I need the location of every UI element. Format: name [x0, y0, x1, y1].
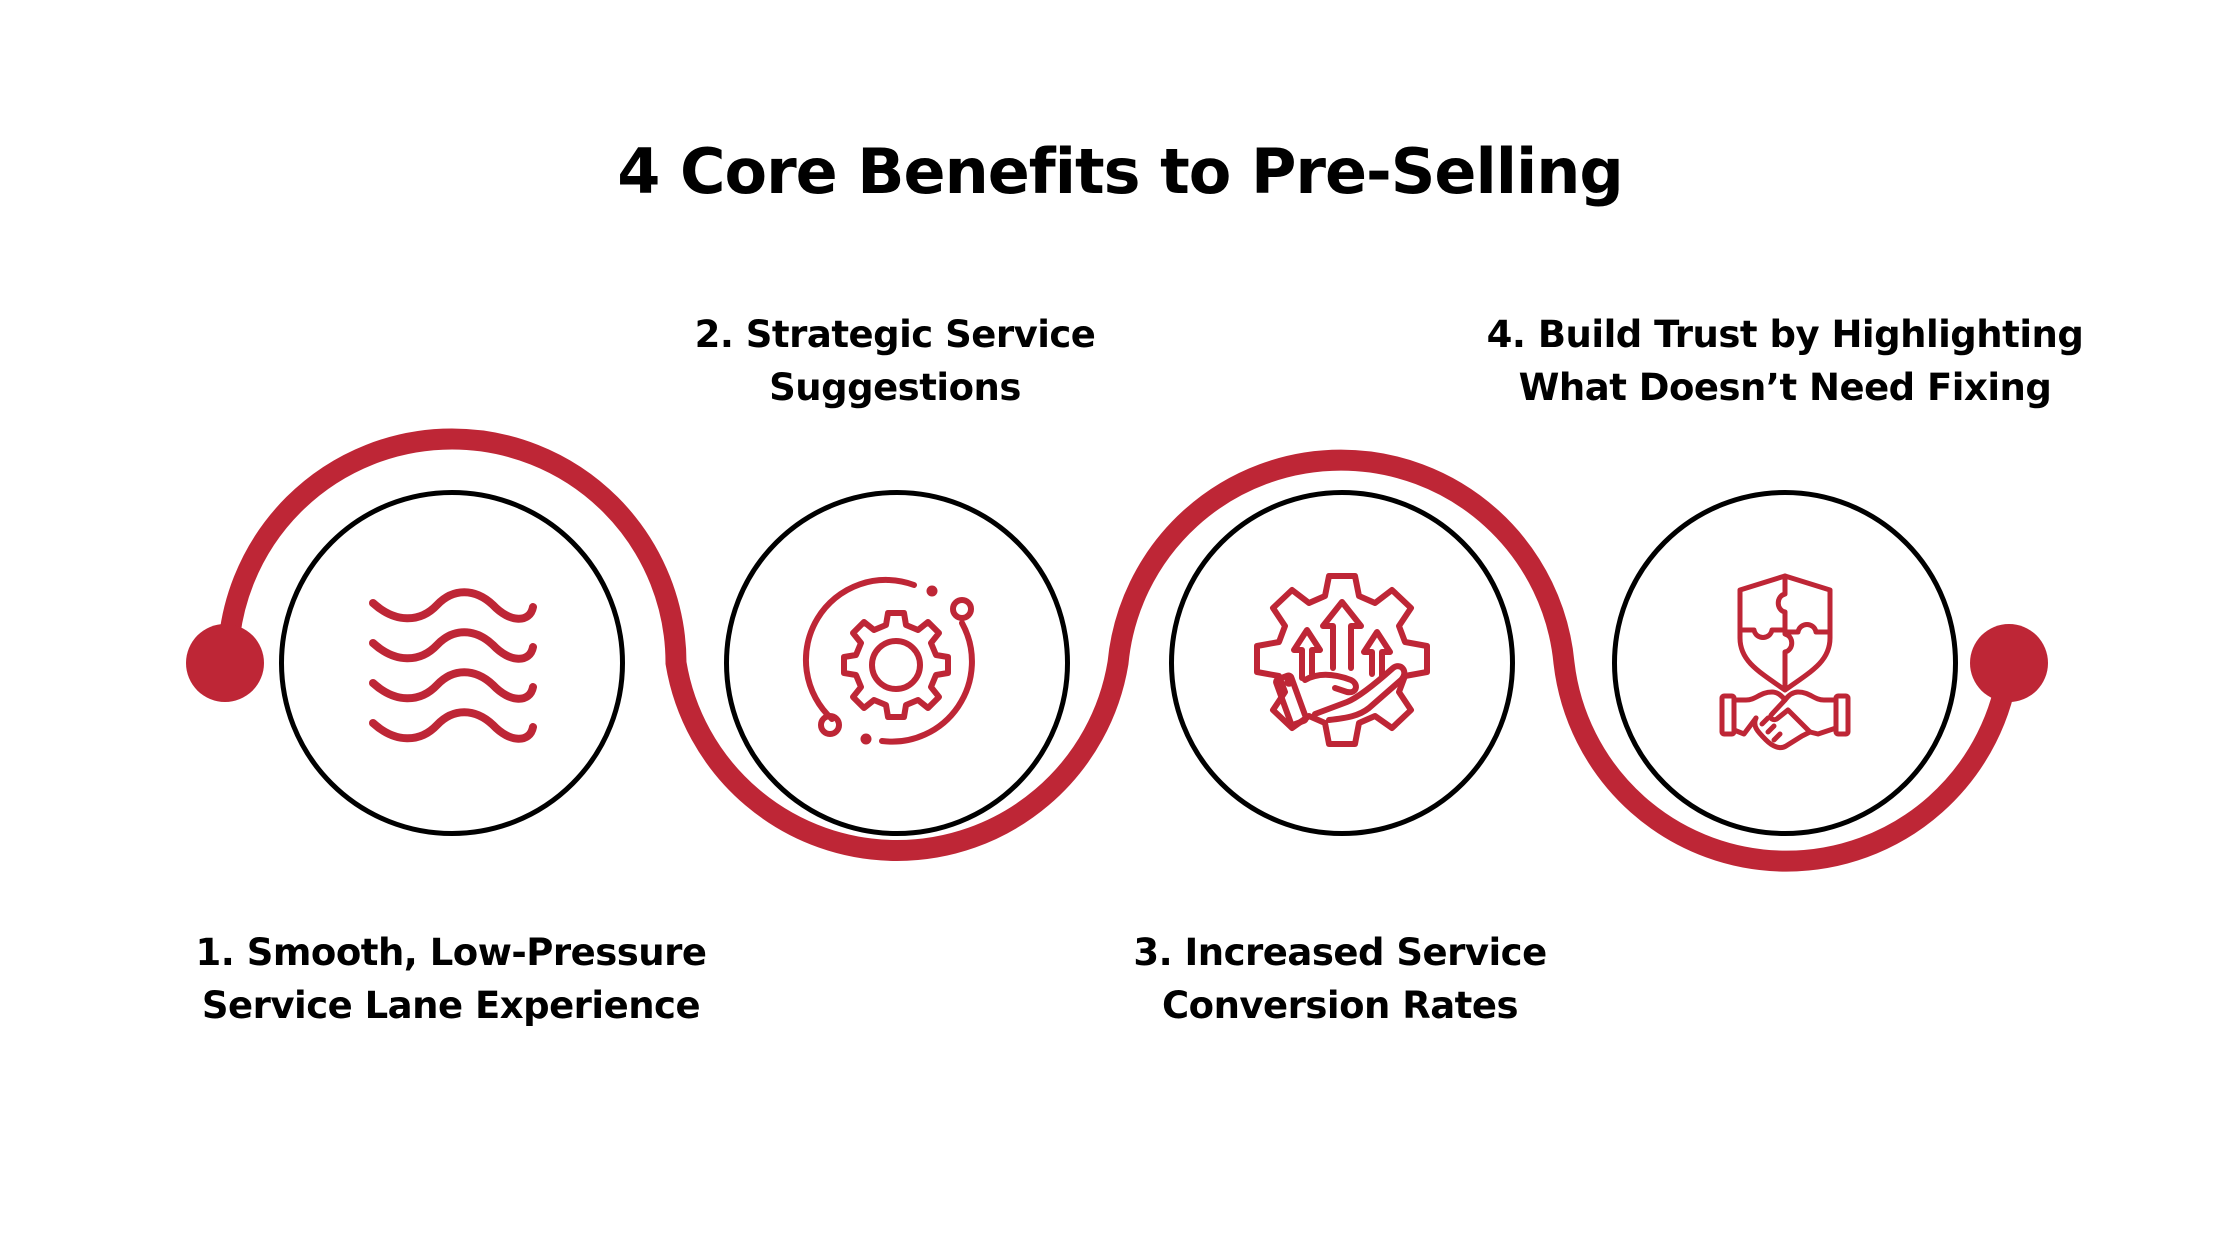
start-dot	[186, 624, 264, 702]
step-4-label-line-1: 4. Build Trust by Highlighting	[1486, 313, 2084, 356]
step-4-label: 4. Build Trust by Highlighting What Does…	[1465, 308, 2105, 414]
step-4-circle	[1612, 490, 1958, 836]
step-1-label-line-1: 1. Smooth, Low-Pressure	[195, 931, 707, 974]
step-3-circle	[1169, 490, 1515, 836]
step-2-label-line-2: Suggestions	[769, 366, 1021, 409]
waves-icon	[369, 588, 537, 743]
step-1-label: 1. Smooth, Low-Pressure Service Lane Exp…	[131, 926, 771, 1032]
shield-puzzle-handshake-icon	[1719, 573, 1851, 751]
page-title: 4 Core Benefits to Pre-Selling	[617, 134, 1623, 208]
step-2-label: 2. Strategic Service Suggestions	[575, 308, 1215, 414]
step-3-label-line-2: Conversion Rates	[1162, 984, 1518, 1027]
step-2-label-line-1: 2. Strategic Service	[694, 313, 1096, 356]
gear-hand-growth-arrows-icon	[1254, 573, 1430, 747]
step-4-label-line-2: What Doesn’t Need Fixing	[1518, 366, 2052, 409]
gear-cycle-icon	[802, 576, 975, 745]
step-3-label: 3. Increased Service Conversion Rates	[1020, 926, 1660, 1032]
end-dot	[1970, 624, 2048, 702]
step-1-circle	[279, 490, 625, 836]
step-2-circle	[724, 490, 1070, 836]
step-3-label-line-1: 3. Increased Service	[1133, 931, 1547, 974]
serpentine-line	[217, 428, 2020, 872]
step-1-label-line-2: Service Lane Experience	[201, 984, 701, 1027]
